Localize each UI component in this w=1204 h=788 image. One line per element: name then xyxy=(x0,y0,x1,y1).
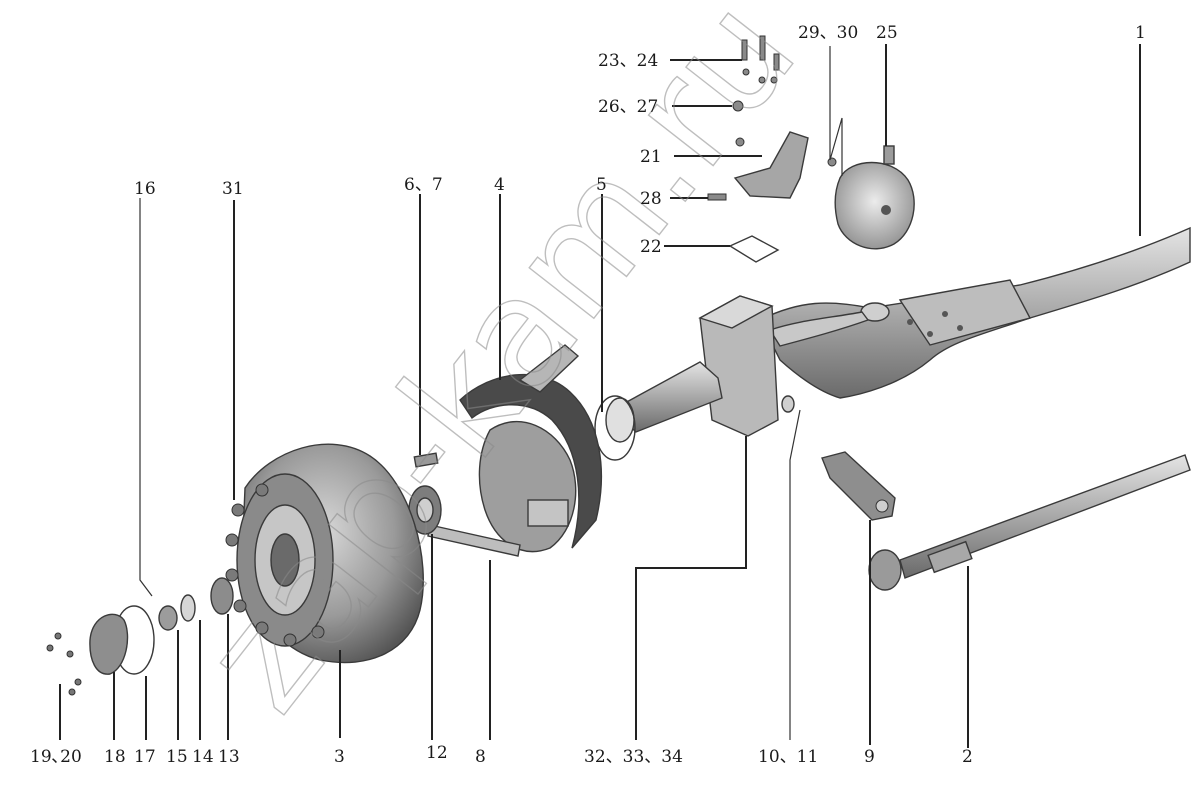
callout-10-11: 10、11 xyxy=(758,747,818,767)
callout-22: 22 xyxy=(640,237,662,257)
callout-1: 1 xyxy=(1135,23,1146,43)
callout-8: 8 xyxy=(475,747,486,767)
callout-31: 31 xyxy=(222,179,244,199)
steering-knuckle xyxy=(605,295,779,443)
bracket-21 xyxy=(733,131,809,199)
brake-chamber-25 xyxy=(834,161,915,250)
callout-28: 28 xyxy=(640,189,662,209)
hub-cap-18 xyxy=(89,613,129,675)
brake-shoe-assembly xyxy=(459,344,602,553)
callout-15: 15 xyxy=(166,747,188,767)
leader-32-33-34 xyxy=(635,436,747,740)
callout-21: 21 xyxy=(640,147,662,167)
washer-14 xyxy=(180,594,196,622)
callout-4: 4 xyxy=(494,175,505,195)
seal-ring xyxy=(594,395,636,461)
callout-23-24: 23、24 xyxy=(598,51,658,71)
leader-lines xyxy=(59,44,1141,748)
leader-16 xyxy=(139,198,153,597)
callout-2: 2 xyxy=(962,747,973,767)
callout-29-30: 29、30 xyxy=(798,23,858,43)
bearing-13 xyxy=(210,577,234,615)
callout-labels: 1 2 3 4 5 6、7 8 9 10、11 12 13 14 15 16 1… xyxy=(30,23,1146,767)
brake-drum xyxy=(225,443,424,664)
callout-9: 9 xyxy=(864,747,875,767)
leader-10-11 xyxy=(789,409,801,740)
nut-10-11 xyxy=(781,395,795,413)
callout-26-27: 26、27 xyxy=(598,97,658,117)
callout-17: 17 xyxy=(134,747,156,767)
tie-rod xyxy=(868,454,1191,591)
callout-12: 12 xyxy=(426,743,448,763)
hub-small-parts xyxy=(46,577,234,696)
callout-14: 14 xyxy=(192,747,214,767)
gasket-22 xyxy=(728,235,780,263)
callout-5: 5 xyxy=(596,175,607,195)
callout-16: 16 xyxy=(134,179,156,199)
callout-3: 3 xyxy=(334,747,345,767)
steering-arm xyxy=(821,451,896,521)
callout-13: 13 xyxy=(218,747,240,767)
leader-29-30 xyxy=(829,46,843,176)
callout-19-20: 19､20 xyxy=(30,747,82,767)
callout-6-7: 6、7 xyxy=(404,175,443,195)
axle-beam xyxy=(759,226,1191,399)
callout-25: 25 xyxy=(876,23,898,43)
callout-32-33-34: 32、33、34 xyxy=(584,747,683,767)
callout-18: 18 xyxy=(104,747,126,767)
bolt-6-7 xyxy=(413,452,439,468)
bracket-group xyxy=(707,35,915,263)
nut-15 xyxy=(158,605,178,631)
camshaft xyxy=(408,485,521,557)
